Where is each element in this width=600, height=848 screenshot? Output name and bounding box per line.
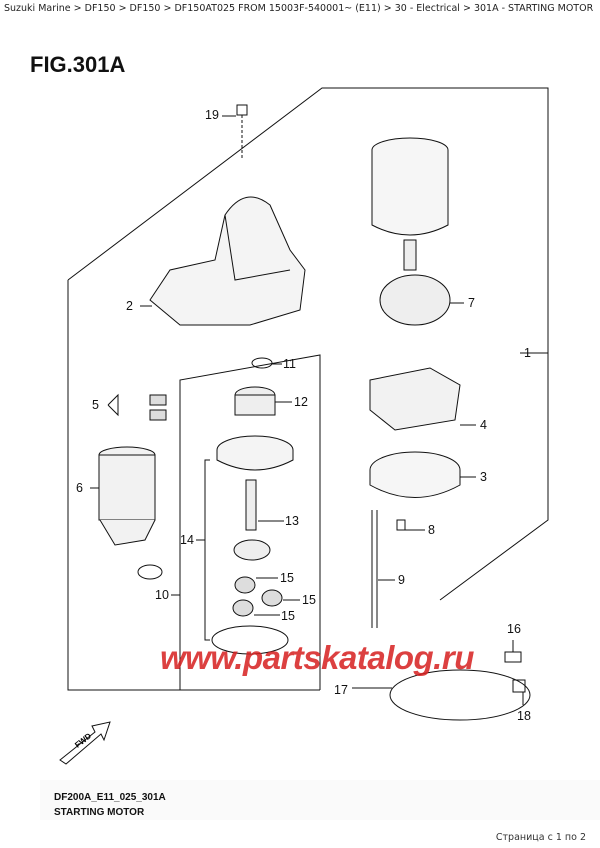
callout-15c: 15 [281,609,295,623]
end-cap-3 [369,451,476,498]
callout-3: 3 [480,470,487,484]
band-17 [352,669,531,721]
breadcrumb[interactable]: Suzuki Marine > DF150 > DF150 > DF150AT0… [4,3,594,14]
pinion-12 [234,386,292,416]
nut [137,564,163,580]
callout-12: 12 [294,395,308,409]
footer-panel [40,780,600,820]
bracket-14 [204,459,210,641]
callout-13: 13 [285,514,299,528]
ring-gear [211,625,289,655]
callout-15b: 15 [302,593,316,607]
armature-7 [379,239,464,326]
brush-holder-4 [369,367,476,431]
gears-15 [232,576,300,617]
diagram-name: STARTING MOTOR [54,807,145,818]
callout-15a: 15 [280,571,294,585]
callout-10: 10 [155,588,169,602]
watermark: www.partskatalog.ru [160,639,474,676]
callout-8: 8 [428,523,435,537]
diagram-code: DF200A_E11_025_301A [54,792,166,803]
yoke-1 [371,137,449,236]
ring-11 [251,357,273,369]
through-bolt-9 [371,510,395,628]
screw-8 [396,519,425,531]
clutch-ring [216,435,294,471]
callout-7: 7 [468,296,475,310]
figure-title: FIG.301A [30,52,126,77]
callout-16: 16 [507,622,521,636]
callout-14: 14 [180,533,194,547]
bolt-19 [222,104,248,160]
fwd-arrow-icon [59,721,111,765]
solenoid-6 [90,446,156,546]
shaft-13 [233,479,284,561]
callout-1: 1 [524,346,531,360]
pagination: Страница с 1 по 2 [495,832,586,843]
callout-18: 18 [517,709,531,723]
callout-19: 19 [205,108,219,122]
callout-2: 2 [126,299,133,313]
callout-11: 11 [283,357,296,371]
callout-9: 9 [398,573,405,587]
housing-2 [140,196,306,326]
outer-frame [67,87,549,601]
clip-16 [504,640,522,663]
callout-4: 4 [480,418,487,432]
parts-5 [107,393,167,421]
outer-frame-bottom [67,280,320,691]
callout-5: 5 [92,398,99,412]
callout-6: 6 [76,481,83,495]
inner-frame [179,354,321,690]
callout-17: 17 [334,683,348,697]
bolt-18 [512,679,526,705]
